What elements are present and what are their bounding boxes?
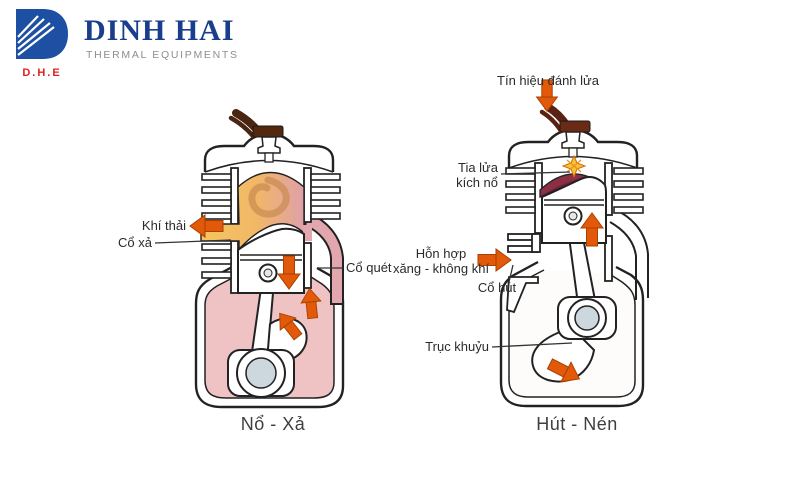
annotations: Khí thải Cổ xả Cổ quét Tín hiệu đánh lửa… <box>118 73 618 434</box>
scavenge-port-opening <box>303 225 312 241</box>
caption-intake-compression: Hút - Nén <box>536 414 618 434</box>
brand-tagline: THERMAL EQUIPMENTS <box>86 49 239 61</box>
logo-d-mark <box>16 9 68 59</box>
cylinder-walls-left <box>230 167 312 294</box>
brand-monogram: D.H.E <box>22 67 62 79</box>
intake-duct <box>506 233 541 314</box>
wrist-pin-bore-left <box>263 268 273 278</box>
label-mixture-line2: xăng - không khí <box>393 261 490 276</box>
spark-plug-tip-left <box>264 152 274 163</box>
engine-right-intake-compression <box>499 79 649 408</box>
cooling-fins-left-engine <box>201 173 341 279</box>
label-exhaust-gas: Khí thải <box>142 218 186 233</box>
crank-bearing-right <box>574 305 600 331</box>
spark-plug-wire-left-2 <box>228 115 256 139</box>
label-spark-line2: kích nổ <box>456 175 498 190</box>
crank-bearing-left <box>245 357 277 389</box>
engine-left-power-exhaust <box>194 109 345 409</box>
plug-cap-left <box>252 125 284 138</box>
wrist-pin-bore-right <box>568 211 578 221</box>
cooling-fins-right-engine <box>505 167 644 214</box>
compressed-charge-dark-band <box>543 178 602 195</box>
plug-cap-right <box>559 120 591 133</box>
label-mixture-line1: Hỗn hợp <box>416 246 466 261</box>
label-spark-line1: Tia lửa <box>458 160 499 175</box>
label-intake-port: Cổ hút <box>478 280 517 295</box>
label-ignition-signal: Tín hiệu đánh lửa <box>497 73 600 88</box>
spark-plug-tip-right <box>568 147 578 158</box>
brand-logo: D.H.E <box>13 8 73 79</box>
piston-rings-right <box>544 199 604 206</box>
exhaust-port-leader-line <box>154 239 232 244</box>
label-exhaust-port: Cổ xả <box>118 235 153 250</box>
scavenge-passage <box>303 211 344 305</box>
logo-stripes <box>17 15 55 56</box>
spark-plug-right <box>561 131 585 149</box>
crankshaft-leader-line <box>491 342 573 348</box>
label-crankshaft: Trục khuỷu <box>425 339 489 354</box>
spark-plug-left <box>257 136 281 154</box>
intake-port-tick-line <box>508 264 514 283</box>
label-scavenging-port: Cổ quét <box>346 260 392 275</box>
gas-swirl <box>248 176 290 218</box>
spark-star <box>561 154 587 179</box>
caption-power-exhaust: Nổ - Xả <box>241 414 306 434</box>
spark-leader-line <box>500 171 571 175</box>
brand-name: DINH HAI <box>84 14 235 47</box>
